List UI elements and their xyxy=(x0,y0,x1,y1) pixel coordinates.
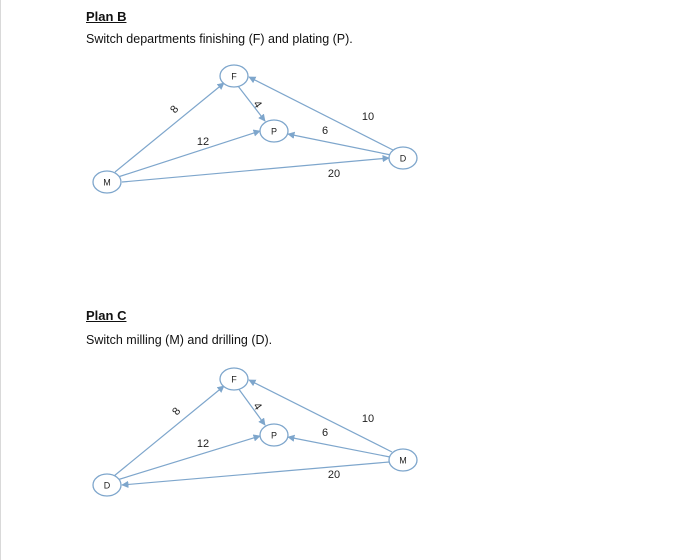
plan-b-weight-m-d: 20 xyxy=(328,168,340,180)
plan-b-edge-m-f xyxy=(114,82,225,173)
plan-c-node-f-label: F xyxy=(231,375,237,385)
plan-b-edge-d-p xyxy=(287,131,392,156)
plan-b-heading: Plan B xyxy=(86,9,127,24)
plan-b-node-f-label: F xyxy=(231,72,237,82)
plan-b-weight-m-f: 8 xyxy=(168,104,181,116)
plan-b-edge-m-d xyxy=(121,154,390,183)
plan-b-diagram: F P M D 8 4 12 6 10 20 xyxy=(92,64,418,194)
plan-c-node-p xyxy=(259,423,289,447)
plan-c-edge-f-p xyxy=(237,387,266,426)
plan-b-node-p xyxy=(259,119,289,143)
plan-c-edge-m-p xyxy=(287,434,391,458)
plan-c-weight-m-p: 6 xyxy=(322,427,328,439)
plan-c-heading: Plan C xyxy=(86,308,127,323)
plan-b-node-m-label: M xyxy=(103,178,111,188)
plan-c-node-m-label: M xyxy=(399,456,407,466)
plan-c-node-p-label: P xyxy=(271,431,277,441)
plan-c-diagram: F P D M 8 4 12 6 10 20 xyxy=(92,367,418,497)
plan-c-edge-m-d xyxy=(121,461,390,489)
plan-b-weight-d-p: 6 xyxy=(322,125,328,137)
plan-c-node-d xyxy=(92,473,122,497)
plan-b-node-m xyxy=(92,170,122,194)
plan-c-edge-d-f xyxy=(113,385,225,477)
plan-c-weight-f-p: 4 xyxy=(251,401,264,413)
plan-b-edge-m-p xyxy=(117,129,261,178)
plan-b-weight-m-p: 12 xyxy=(197,136,209,148)
plan-b-description: Switch departments finishing (F) and pla… xyxy=(86,32,353,46)
plan-c-edge-m-f xyxy=(248,379,393,453)
plan-b-edge-f-p xyxy=(237,85,266,122)
plan-b-edge-d-f xyxy=(248,76,394,151)
plan-b-node-p-label: P xyxy=(271,127,277,137)
plan-c-node-f xyxy=(219,367,249,391)
plan-c-weight-m-f: 10 xyxy=(362,413,374,425)
plan-b-node-d-label: D xyxy=(400,154,407,164)
plan-b-weight-d-f: 10 xyxy=(362,111,374,123)
plan-c-node-m xyxy=(388,448,418,472)
plan-b-node-d xyxy=(388,146,418,170)
plan-c-edge-d-p xyxy=(116,434,261,481)
plan-c-weight-m-d: 20 xyxy=(328,469,340,481)
left-border xyxy=(0,0,1,560)
plan-c-weight-d-p: 12 xyxy=(197,438,209,450)
plan-c-weight-d-f: 8 xyxy=(170,406,183,418)
plan-b-node-f xyxy=(219,64,249,88)
plan-b-weight-f-p: 4 xyxy=(251,99,264,111)
plan-c-description: Switch milling (M) and drilling (D). xyxy=(86,333,273,347)
plan-c-node-d-label: D xyxy=(104,481,111,491)
